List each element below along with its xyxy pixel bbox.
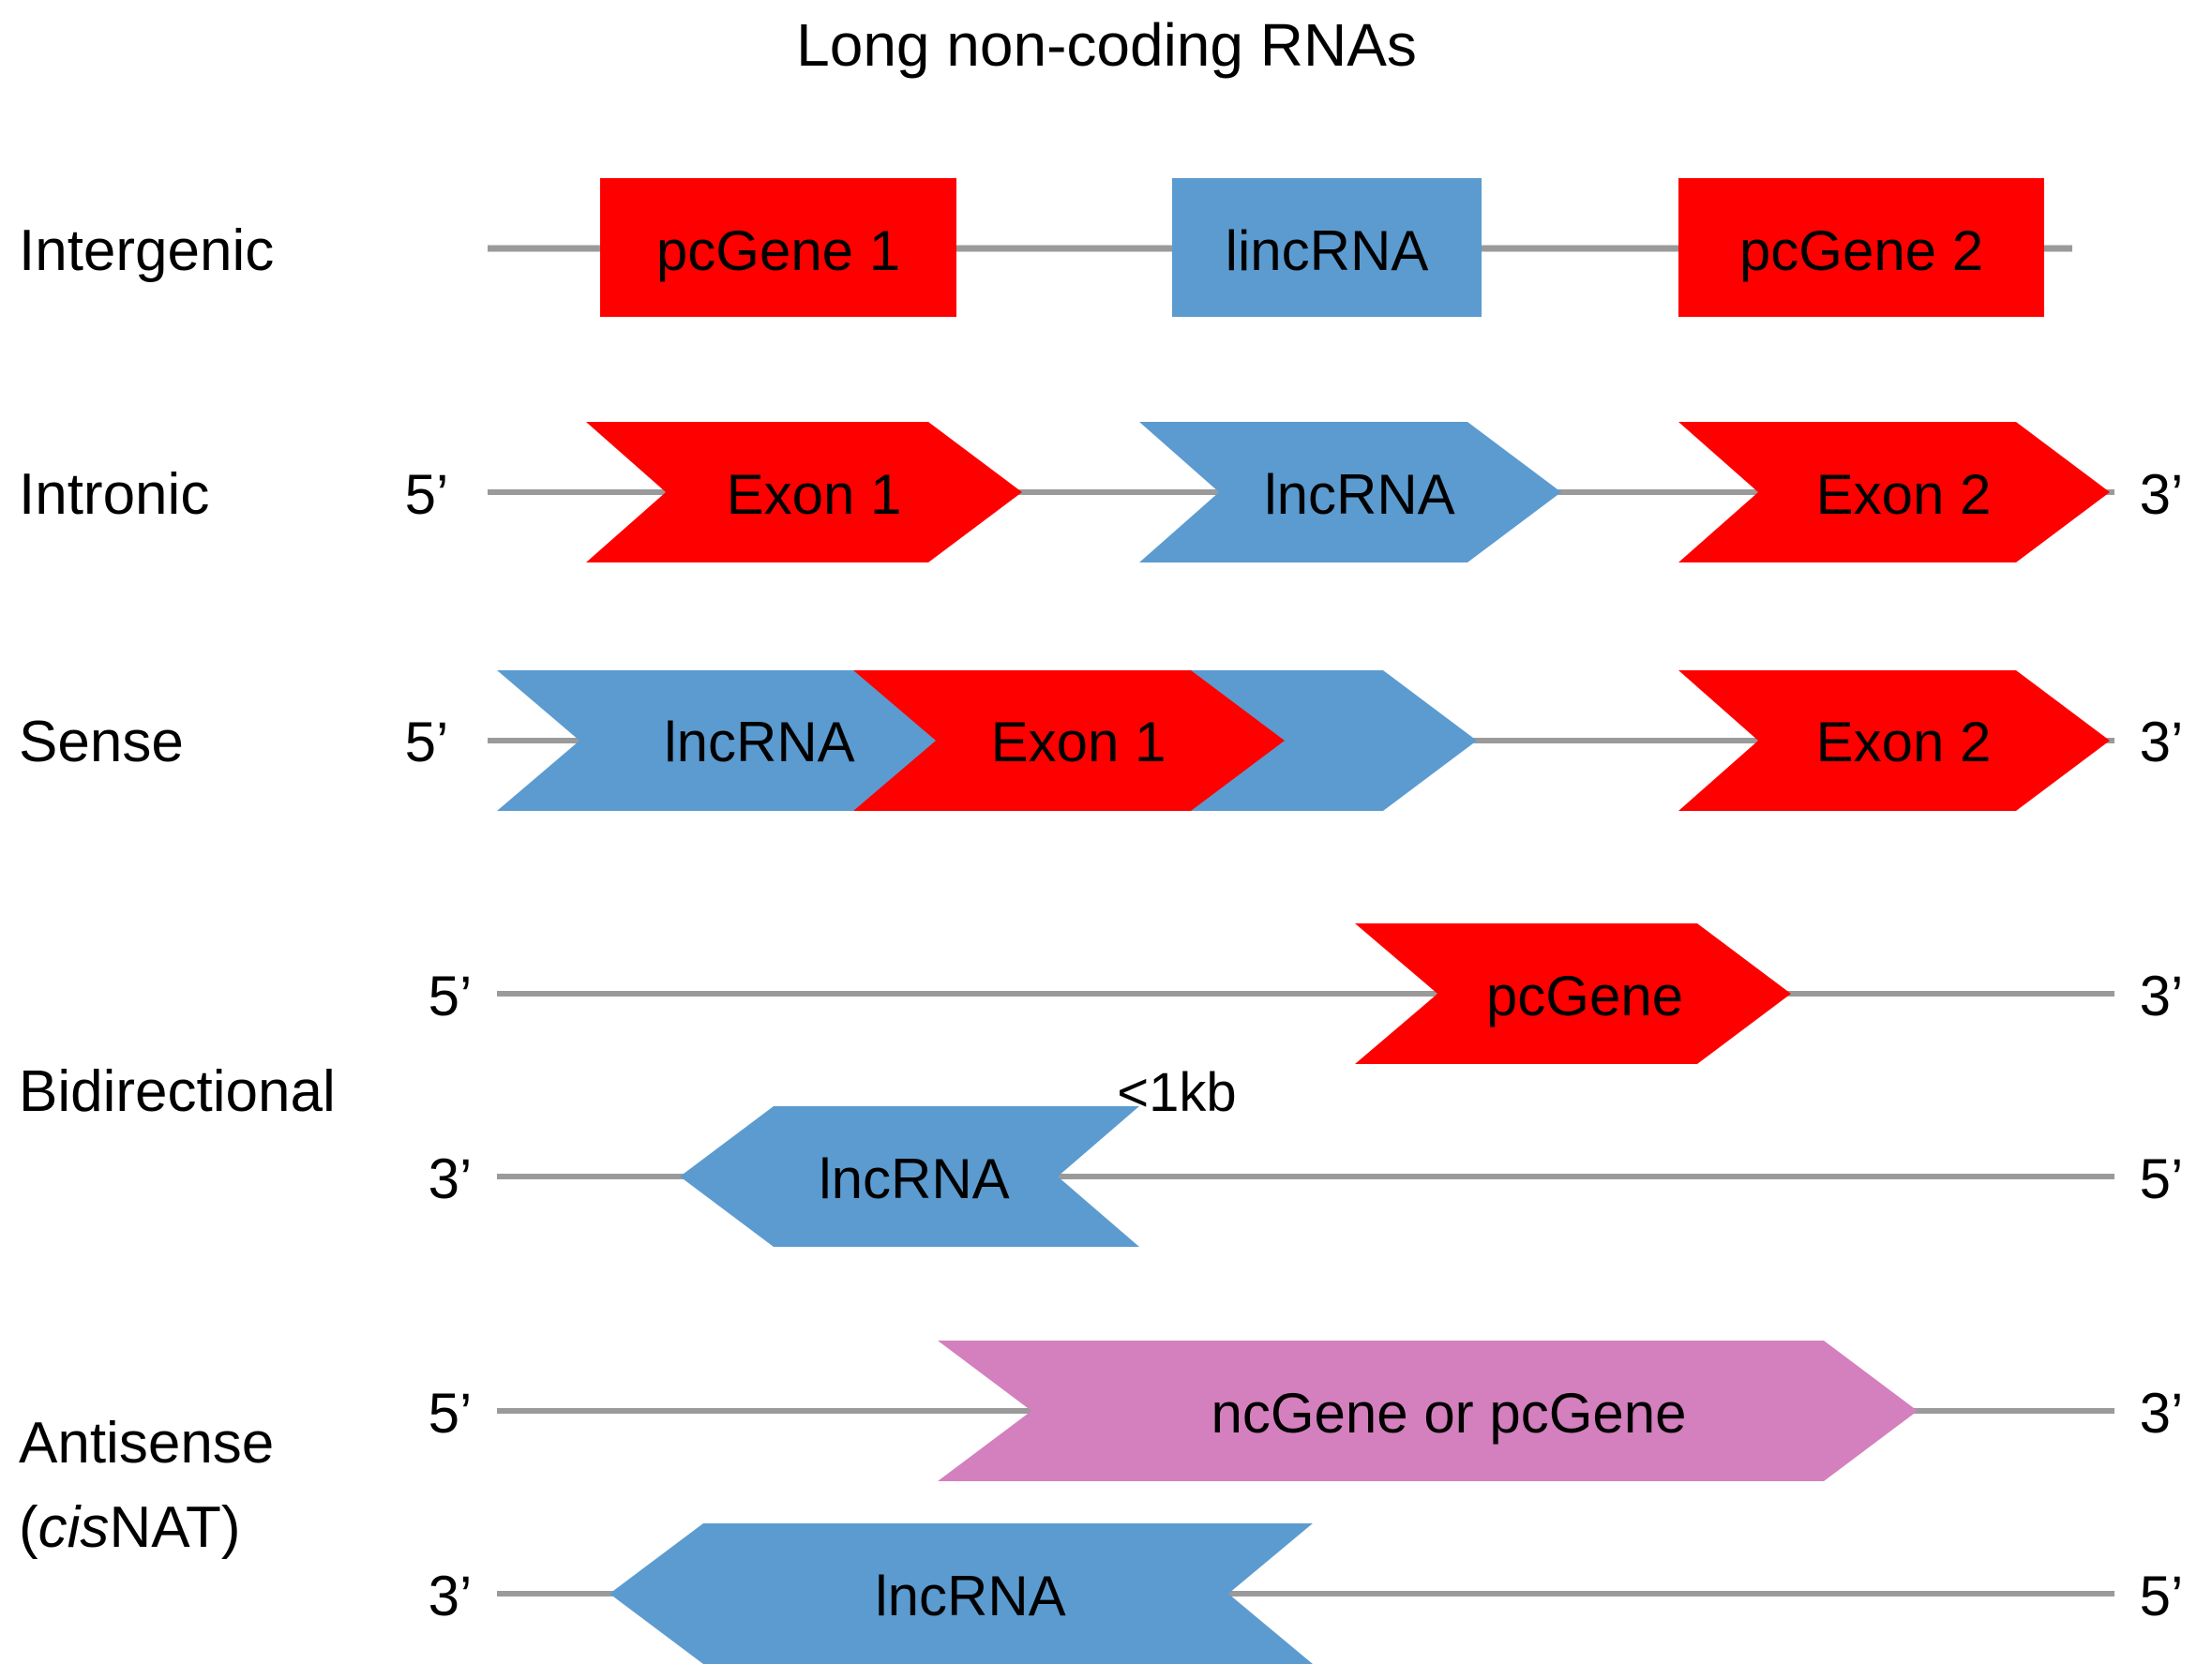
distance-annotation-1kb: <1kb xyxy=(1117,1062,1236,1123)
three-prime-label-antisense-bottom: 3’ xyxy=(429,1565,473,1627)
three-prime-label-bidirectional-top: 3’ xyxy=(2140,965,2184,1027)
three-prime-label-sense: 3’ xyxy=(2140,711,2184,773)
feature-shape-exon-2-intronic xyxy=(1678,422,2110,562)
feature-label-exon-1-intronic: Exon 1 xyxy=(727,463,902,526)
row-label-antisense: Antisense xyxy=(19,1411,274,1476)
feature-label-lincrna: lincRNA xyxy=(1226,219,1429,282)
feature-shape-ncgene-or-pcgene xyxy=(938,1341,1918,1481)
feature-label-lncrna-intronic: lncRNA xyxy=(1264,463,1454,526)
feature-shape-exon-2-sense xyxy=(1678,670,2110,811)
feature-label-exon-2-intronic: Exon 2 xyxy=(1816,463,1992,526)
feature-shape-exon-1-sense xyxy=(853,670,1285,811)
three-prime-label-bidirectional-bottom: 3’ xyxy=(429,1147,473,1210)
feature-label-lncrna-sense: lncRNA xyxy=(664,711,854,773)
five-prime-label-intronic: 5’ xyxy=(405,463,449,526)
feature-label-lncrna-antisense: lncRNA xyxy=(875,1565,1065,1627)
cisnat-italic: cis xyxy=(38,1495,110,1560)
row-label-bidirectional: Bidirectional xyxy=(19,1059,336,1124)
five-prime-label-bidirectional-top: 5’ xyxy=(429,965,473,1027)
feature-shape-lncrna-antisense xyxy=(609,1523,1313,1664)
feature-label-ncgene-or-pcgene: ncGene or pcGene xyxy=(1211,1382,1687,1445)
cisnat-prefix: ( xyxy=(19,1495,38,1560)
row-label-cisnat: (cisNAT) xyxy=(19,1495,240,1560)
three-prime-label-intronic: 3’ xyxy=(2140,463,2184,526)
feature-label-lncrna-bidirectional: lncRNA xyxy=(819,1147,1009,1210)
five-prime-label-sense: 5’ xyxy=(405,711,449,773)
feature-label-exon-2-sense: Exon 2 xyxy=(1816,711,1992,773)
feature-shape-lincrna xyxy=(1172,178,1482,317)
five-prime-label-antisense-top: 5’ xyxy=(429,1382,473,1445)
row-label-intronic: Intronic xyxy=(19,462,209,527)
five-prime-label-antisense-bottom: 5’ xyxy=(2140,1565,2184,1627)
five-prime-label-bidirectional-bottom: 5’ xyxy=(2140,1147,2184,1210)
feature-shape-pcgene-bidirectional xyxy=(1355,923,1791,1064)
page-title: Long non-coding RNAs xyxy=(796,11,1417,79)
row-label-sense: Sense xyxy=(19,710,184,774)
feature-shape-pcgene-1 xyxy=(600,178,956,317)
three-prime-label-antisense-top: 3’ xyxy=(2140,1382,2184,1445)
row-label-intergenic: Intergenic xyxy=(19,218,274,283)
feature-label-pcgene-bidirectional: pcGene xyxy=(1486,965,1683,1027)
cisnat-suffix: NAT) xyxy=(109,1495,240,1560)
feature-label-pcgene-2: pcGene 2 xyxy=(1739,219,1983,282)
feature-shape-exon-1-intronic xyxy=(586,422,1022,562)
feature-label-pcgene-1: pcGene 1 xyxy=(656,219,900,282)
feature-shape-lncrna-intronic xyxy=(1139,422,1561,562)
feature-shape-pcgene-2 xyxy=(1678,178,2044,317)
feature-shape-lncrna-bidirectional xyxy=(680,1106,1139,1247)
feature-label-exon-1-sense: Exon 1 xyxy=(991,711,1166,773)
